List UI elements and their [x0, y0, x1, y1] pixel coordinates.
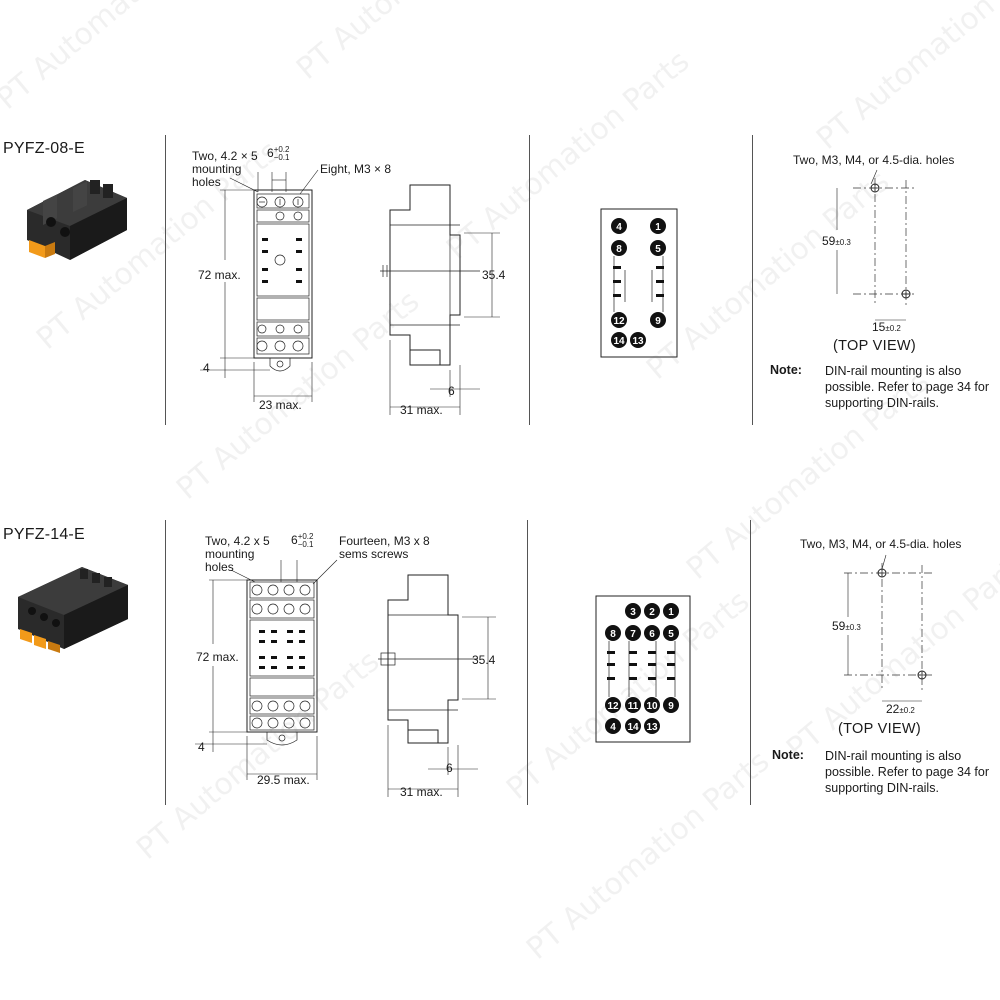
- section-divider: [750, 520, 751, 805]
- model-title: PYFZ-14-E: [3, 526, 85, 543]
- svg-text:14: 14: [613, 336, 625, 347]
- terminal-pin: 10: [644, 697, 660, 713]
- section-divider: [165, 520, 166, 805]
- svg-text:12: 12: [607, 701, 619, 712]
- model-title: PYFZ-08-E: [3, 140, 85, 157]
- bottom-dimension: 4: [198, 740, 205, 754]
- rail-dimension: 35.4: [472, 653, 496, 667]
- svg-text:1: 1: [668, 607, 674, 618]
- terminal-pin: 14: [611, 332, 627, 348]
- terminal-pin: 9: [663, 697, 679, 713]
- side-view-drawing: [378, 574, 496, 797]
- terminal-pin: 12: [611, 312, 627, 328]
- terminal-pin: 5: [650, 240, 666, 256]
- svg-text:6: 6: [649, 629, 655, 640]
- watermark: PT Automation Parts: [520, 743, 777, 967]
- svg-text:11: 11: [628, 701, 639, 712]
- watermark: PT Automation Parts: [290, 0, 546, 87]
- section-divider: [529, 135, 530, 425]
- svg-text:10: 10: [646, 701, 658, 712]
- terminal-pin: 4: [605, 718, 621, 734]
- note-label: Note:: [772, 748, 804, 762]
- horizontal-pitch: 15±0.2: [872, 320, 901, 334]
- socket-photo: [27, 180, 127, 260]
- terminal-pin: 5: [663, 625, 679, 641]
- terminal-pin: 12: [605, 697, 621, 713]
- svg-text:9: 9: [655, 316, 661, 327]
- socket-photo: [18, 567, 128, 653]
- svg-text:4: 4: [616, 222, 622, 233]
- pitch-tolerance-label: 6+0.2−0.1: [267, 145, 290, 162]
- rail-offset-dimension: 6: [446, 761, 453, 775]
- note-label: Note:: [770, 363, 802, 377]
- depth-dimension: 31 max.: [400, 785, 443, 799]
- note-text: DIN-rail mounting is also possible. Refe…: [825, 749, 989, 795]
- terminal-pin: 1: [663, 603, 679, 619]
- svg-text:3: 3: [630, 607, 636, 618]
- svg-text:4: 4: [610, 722, 616, 733]
- svg-text:14: 14: [627, 722, 639, 733]
- depth-dimension: 31 max.: [400, 403, 443, 417]
- top-view-label: (TOP VIEW): [838, 721, 922, 737]
- terminal-pin: 13: [630, 332, 646, 348]
- bottom-dimension: 4: [203, 361, 210, 375]
- svg-text:13: 13: [632, 336, 644, 347]
- rail-offset-dimension: 6: [448, 384, 455, 398]
- terminal-arrangement: 3 2 1 8 7 6 5 12 11 10 9 4 14 13: [595, 595, 691, 743]
- terminal-pin: 9: [650, 312, 666, 328]
- mounting-holes-drawing: [836, 169, 917, 321]
- terminal-pin: 2: [644, 603, 660, 619]
- width-dimension: 29.5 max.: [257, 773, 310, 787]
- holes-label: Two, M3, M4, or 4.5-dia. holes: [793, 153, 955, 167]
- svg-text:8: 8: [616, 244, 622, 255]
- svg-text:5: 5: [655, 244, 661, 255]
- horizontal-pitch: 22±0.2: [886, 702, 915, 716]
- mounting-holes-label: Two, 4.2 x 5 mounting holes: [205, 534, 270, 574]
- screws-label: Eight, M3 × 8: [320, 162, 392, 176]
- svg-text:9: 9: [668, 701, 674, 712]
- rail-dimension: 35.4: [482, 268, 506, 282]
- svg-text:2: 2: [649, 607, 655, 618]
- svg-text:8: 8: [610, 629, 616, 640]
- svg-text:12: 12: [613, 316, 625, 327]
- svg-text:5: 5: [668, 629, 674, 640]
- vertical-pitch: 59±0.3: [822, 234, 851, 248]
- note-text: DIN-rail mounting is also possible. Refe…: [825, 364, 989, 410]
- section-divider: [165, 135, 166, 425]
- terminal-pin: 7: [625, 625, 641, 641]
- mounting-holes-drawing: [844, 554, 934, 702]
- svg-text:1: 1: [655, 222, 661, 233]
- side-view-drawing: [380, 184, 500, 415]
- screws-label: Fourteen, M3 x 8 sems screws: [339, 534, 430, 561]
- svg-text:13: 13: [646, 722, 658, 733]
- terminal-pin: 8: [611, 240, 627, 256]
- mounting-holes-label: Two, 4.2 × 5 mounting holes: [192, 149, 258, 189]
- holes-label: Two, M3, M4, or 4.5-dia. holes: [800, 537, 962, 551]
- pitch-tolerance-label: 6+0.2−0.1: [291, 532, 314, 549]
- front-view-drawing: [200, 169, 319, 402]
- terminal-arrangement: 4 1 8 5 12 9 14 13: [600, 208, 678, 358]
- height-dimension: 72 max.: [198, 268, 241, 282]
- svg-text:7: 7: [630, 629, 636, 640]
- width-dimension: 23 max.: [259, 398, 302, 412]
- terminal-pin: 3: [625, 603, 641, 619]
- terminal-pin: 14: [625, 718, 641, 734]
- terminal-pin: 4: [611, 218, 627, 234]
- watermark: PT Automation Parts: [810, 0, 1000, 157]
- height-dimension: 72 max.: [196, 650, 239, 664]
- vertical-pitch: 59±0.3: [832, 619, 861, 633]
- terminal-pin: 11: [625, 697, 641, 713]
- terminal-pin: 13: [644, 718, 660, 734]
- section-divider: [527, 520, 528, 805]
- section-divider: [752, 135, 753, 425]
- terminal-pin: 1: [650, 218, 666, 234]
- terminal-pin: 6: [644, 625, 660, 641]
- front-view-drawing: [195, 559, 338, 780]
- terminal-pin: 8: [605, 625, 621, 641]
- watermark: PT Automation Parts: [0, 0, 247, 117]
- top-view-label: (TOP VIEW): [833, 338, 917, 354]
